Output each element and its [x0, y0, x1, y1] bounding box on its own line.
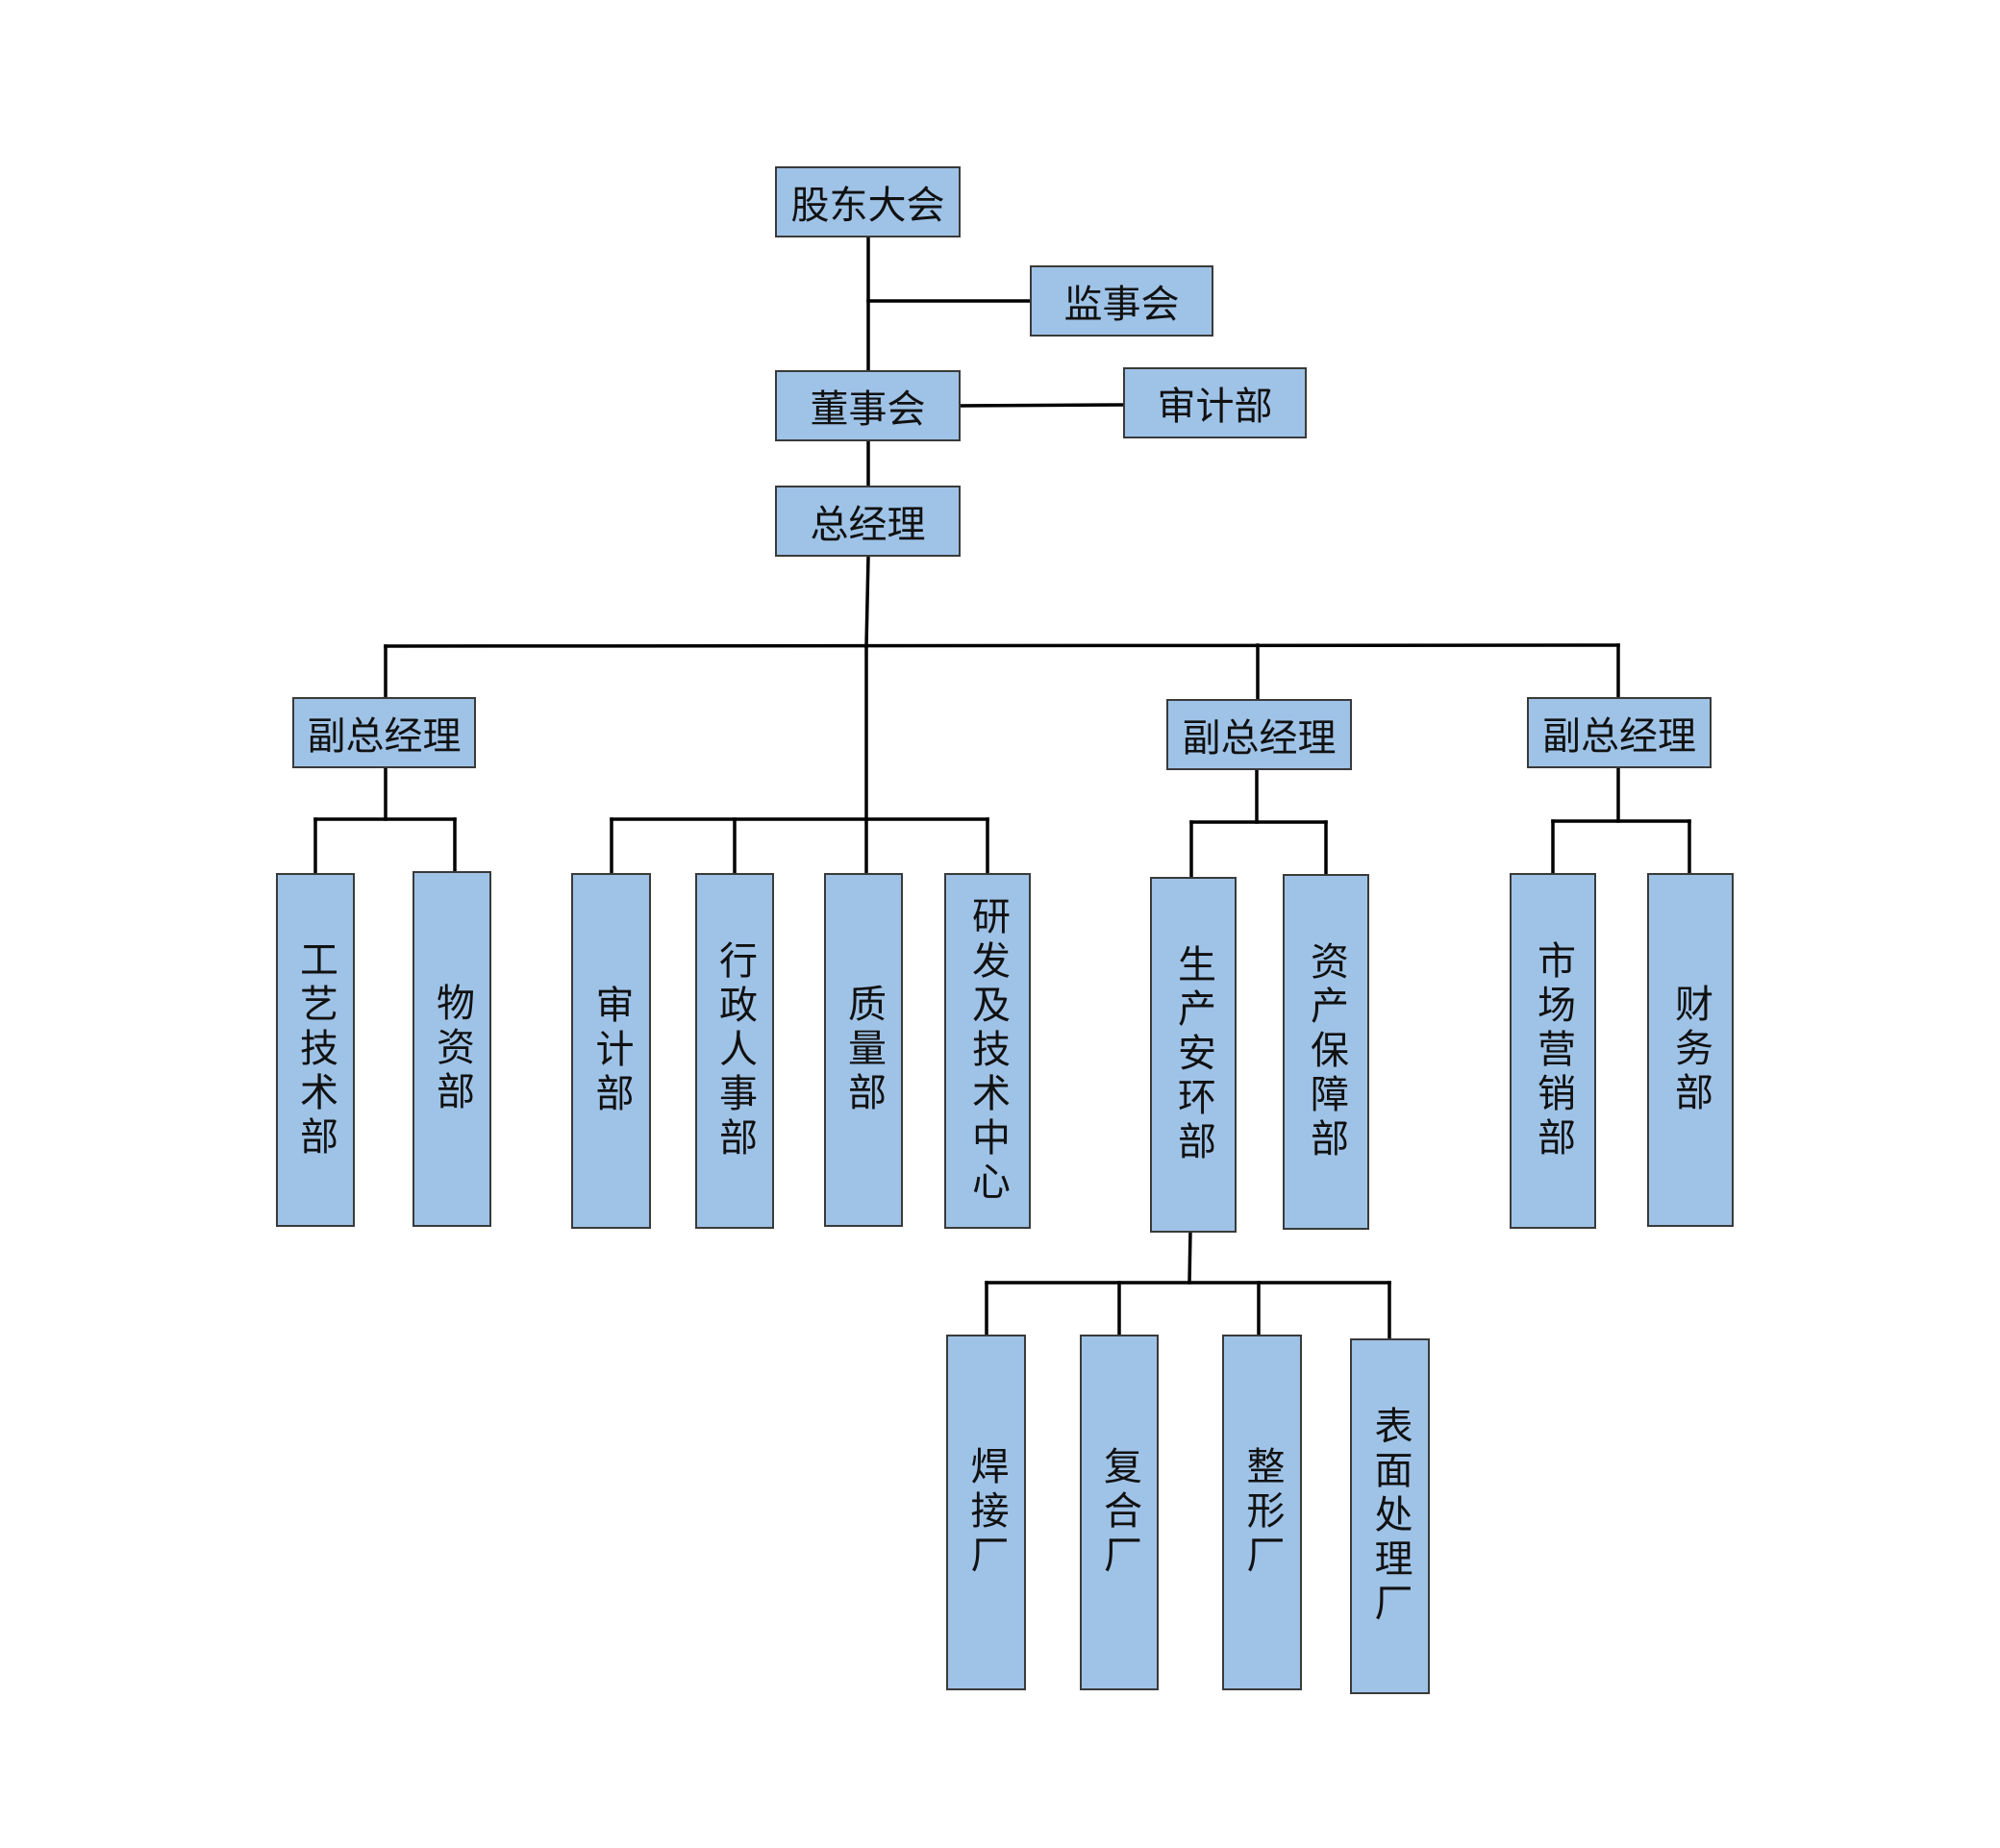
board-of-directors-box: 董事会 [775, 370, 961, 441]
dept-rd-center-box: 研发及技术中心 [944, 873, 1031, 1229]
plant-surface-treatment-box: 表面处理厂 [1350, 1338, 1430, 1694]
dept-safety-env-box: 生产安环部 [1150, 877, 1237, 1233]
shareholders-meeting-label: 股东大会 [790, 184, 945, 228]
dept-rd-center-label: 研发及技术中心 [965, 896, 1010, 1206]
dept-materials-box: 物资部 [412, 871, 491, 1227]
plant-composite-box: 复合厂 [1080, 1335, 1159, 1690]
dept-admin-hr-label: 行政人事部 [712, 940, 757, 1161]
shareholders-meeting-box: 股东大会 [775, 166, 961, 237]
dept-audit-box: 审计部 [571, 873, 651, 1229]
dept-process-tech-box: 工艺技术部 [276, 873, 355, 1227]
dept-audit-label: 审计部 [588, 985, 634, 1117]
dept-asset-support-box: 资产保障部 [1283, 874, 1369, 1230]
dept-safety-env-label: 生产安环部 [1171, 944, 1215, 1165]
dept-process-tech-label: 工艺技术部 [293, 939, 338, 1161]
plant-surface-treatment-label: 表面处理厂 [1367, 1406, 1412, 1627]
board-of-directors-label: 董事会 [810, 387, 926, 432]
deputy-gm-mid-label: 副总经理 [1182, 716, 1337, 761]
board-audit-dept-box: 审计部 [1123, 367, 1307, 438]
dept-quality-box: 质量部 [824, 873, 903, 1227]
dept-finance-box: 财务部 [1647, 873, 1734, 1227]
dept-marketing-label: 市场营销部 [1531, 940, 1575, 1161]
dept-materials-label: 物资部 [430, 983, 474, 1115]
general-manager-label: 总经理 [810, 503, 926, 547]
deputy-gm-right-box: 副总经理 [1527, 697, 1712, 768]
plant-composite-label: 复合厂 [1097, 1446, 1141, 1579]
deputy-gm-right-label: 副总经理 [1542, 714, 1696, 759]
dept-admin-hr-box: 行政人事部 [695, 873, 774, 1229]
deputy-gm-left-box: 副总经理 [292, 697, 476, 768]
supervisory-board-label: 监事会 [1063, 283, 1180, 327]
dept-quality-label: 质量部 [841, 984, 886, 1116]
general-manager-box: 总经理 [775, 486, 961, 557]
dept-finance-label: 财务部 [1668, 984, 1712, 1116]
deputy-gm-left-label: 副总经理 [307, 714, 462, 759]
dept-asset-support-label: 资产保障部 [1304, 941, 1348, 1162]
plant-welding-label: 焊接厂 [963, 1446, 1009, 1579]
supervisory-board-box: 监事会 [1030, 265, 1213, 337]
dept-marketing-box: 市场营销部 [1510, 873, 1596, 1229]
board-audit-dept-label: 审计部 [1157, 385, 1273, 429]
deputy-gm-mid-box: 副总经理 [1166, 699, 1352, 770]
plant-welding-box: 焊接厂 [946, 1335, 1026, 1690]
plant-shaping-box: 整形厂 [1222, 1335, 1302, 1690]
plant-shaping-label: 整形厂 [1239, 1446, 1285, 1579]
